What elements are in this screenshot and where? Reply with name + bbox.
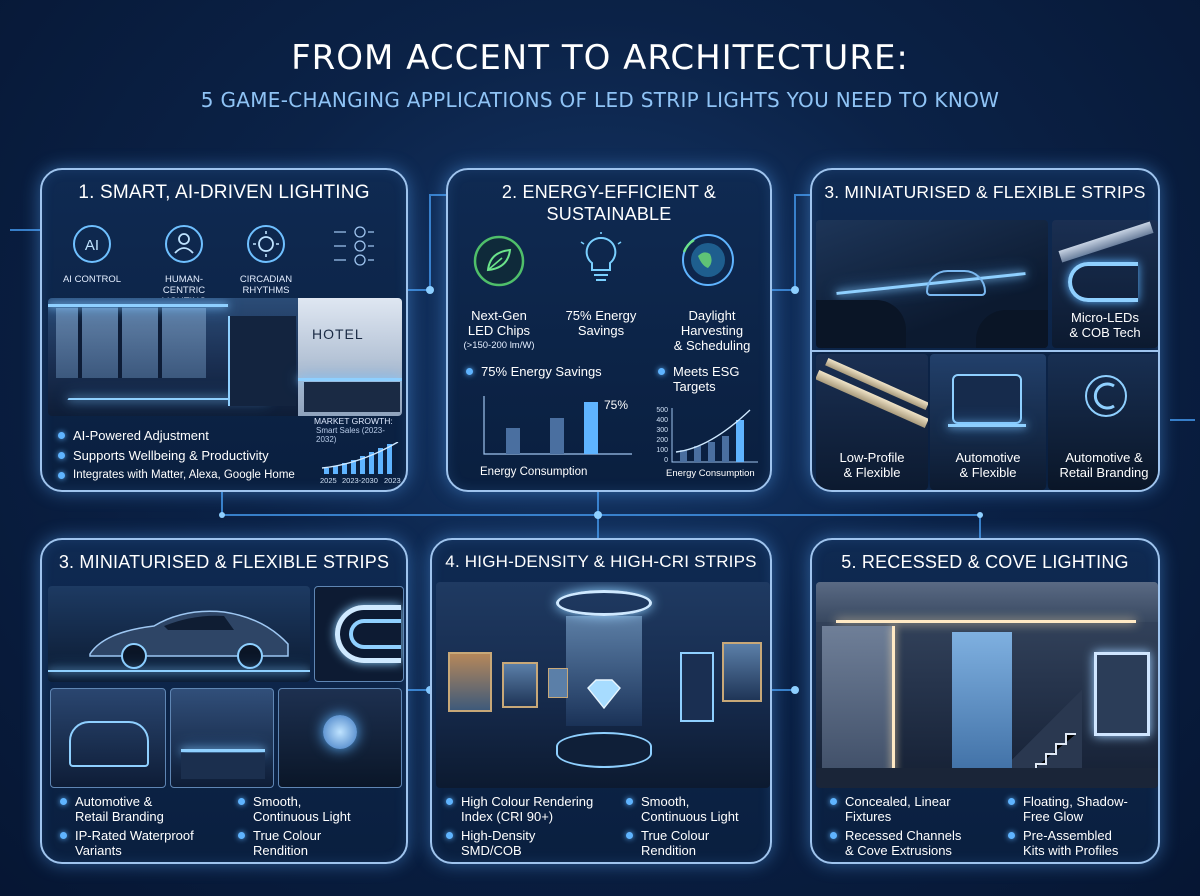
market-growth-chart [321, 442, 399, 474]
label-automotive-line2: & Flexible [959, 465, 1017, 480]
market-growth-sub: Smart Sales (2023-2032) [316, 426, 385, 444]
retail-counter-image-2 [170, 688, 274, 788]
icon-label-ai-control: AI CONTROL [62, 274, 122, 285]
label-micro-leds-line1: Micro-LEDs [1071, 310, 1139, 325]
card-miniaturised-bottom: 3. MINIATURISED & FLEXIBLE STRIPS Automo… [40, 538, 408, 864]
label-retail-line1: Automotive & [1065, 450, 1143, 465]
globe-icon [682, 234, 734, 286]
bullet-automotive-retail: Automotive &Retail Branding [60, 794, 164, 824]
bullet-integrations: Integrates with Matter, Alexa, Google Ho… [58, 468, 295, 483]
curved-strip-image [314, 586, 404, 682]
office-hotel-image: HOTEL [48, 298, 402, 416]
lightbulb-icon [580, 232, 622, 281]
ai-glyph: AI [85, 237, 99, 254]
retail-kiosk-image [930, 354, 1046, 490]
bullet-smooth-light: Smooth,Continuous Light [626, 794, 739, 824]
page-title: FROM ACCENT TO ARCHITECTURE: [291, 38, 909, 78]
card-miniaturised-top: 3. MINIATURISED & FLEXIBLE STRIPS Micro-… [810, 168, 1160, 492]
leaf-icon [473, 235, 525, 287]
feature-chips-line1: Next-Gen [471, 308, 527, 323]
card-high-density: 4. HIGH-DENSITY & HIGH-CRI STRIPS High C… [430, 538, 772, 864]
card-title: 5. RECESSED & COVE LIGHTING [841, 552, 1129, 572]
feature-chips-line2: LED Chips [467, 323, 531, 338]
branding-wall-image [1048, 354, 1158, 490]
card-recessed-cove: 5. RECESSED & COVE LIGHTING Concealed, L… [810, 538, 1160, 864]
card-title: 4. HIGH-DENSITY & HIGH-CRI STRIPS [445, 552, 757, 571]
chart-tick-1: 2025 [320, 476, 337, 485]
schedule-icon [334, 226, 374, 266]
feature-daylight-line1: Daylight [688, 308, 736, 323]
label-automotive-line1: Automotive [955, 450, 1021, 465]
energy-chart-label-right: Energy Consumption [666, 468, 755, 479]
energy-chart-label-left: Energy Consumption [480, 466, 588, 478]
bullet-floating-glow: Floating, Shadow-Free Glow [1008, 794, 1128, 824]
bullet-smooth-light: Smooth,Continuous Light [238, 794, 351, 824]
cove-interior-image [816, 582, 1158, 788]
retail-counter-image-1 [50, 688, 166, 788]
label-lowprofile-line1: Low-Profile [839, 450, 905, 465]
label-lowprofile-line2: & Flexible [843, 465, 901, 480]
hotel-sign: HOTEL [312, 326, 364, 342]
energy-pct-label: 75% [604, 398, 629, 412]
card-title-line2: SUSTAINABLE [546, 204, 672, 224]
gallery-image [436, 582, 770, 788]
label-retail-line2: Retail Branding [1059, 465, 1149, 480]
car-interior-image [816, 220, 1048, 348]
energy-trend-chart [671, 408, 758, 463]
retail-display-image [278, 688, 402, 788]
chart-tick-3: 2023 [384, 476, 401, 485]
bullet-energy-savings: 75% Energy Savings [466, 364, 602, 379]
feature-daylight-line3: & Scheduling [673, 338, 751, 353]
sports-car-image [48, 586, 310, 682]
feature-daylight-line2: Harvesting [680, 323, 744, 338]
bullet-recessed-channels: Recessed Channels& Cove Extrusions [830, 828, 961, 858]
feature-savings-line2: Savings [577, 323, 625, 338]
card-title: 3. MINIATURISED & FLEXIBLE STRIPS [58, 552, 390, 572]
card-title: 1. SMART, AI-DRIVEN LIGHTING [78, 182, 370, 203]
page-subtitle: 5 GAME-CHANGING APPLICATIONS OF LED STRI… [200, 88, 1000, 112]
cob-strip-image [1052, 220, 1158, 348]
feature-chips-note: (>150-200 lm/W) [463, 340, 535, 351]
card-smart-ai-lighting: 1. SMART, AI-DRIVEN LIGHTING AI AI CONTR… [40, 168, 408, 492]
ai-chip-icon: AI [73, 225, 111, 263]
icon-label-circadian: CIRCADIAN RHYTHMS [239, 274, 293, 296]
circadian-sun-icon [247, 225, 285, 263]
card-title-line1: 2. ENERGY-EFFICIENT & [501, 182, 717, 202]
market-growth-title: MARKET GROWTH: [314, 416, 393, 426]
bullet-ai-adjustment: AI-Powered Adjustment [58, 428, 209, 443]
chart-tick-2: 2023-2030 [342, 476, 378, 485]
card-title: 3. MINIATURISED & FLEXIBLE STRIPS [824, 182, 1146, 202]
feature-savings-line1: 75% Energy [565, 308, 637, 323]
bullet-wellbeing: Supports Wellbeing & Productivity [58, 448, 269, 463]
tube-strip-image [816, 354, 928, 490]
card-energy-efficient: 2. ENERGY-EFFICIENT & SUSTAINABLE Next-G… [446, 168, 772, 492]
person-icon [165, 225, 203, 263]
label-micro-leds-line2: & COB Tech [1069, 325, 1141, 340]
energy-bar-chart [483, 396, 632, 455]
